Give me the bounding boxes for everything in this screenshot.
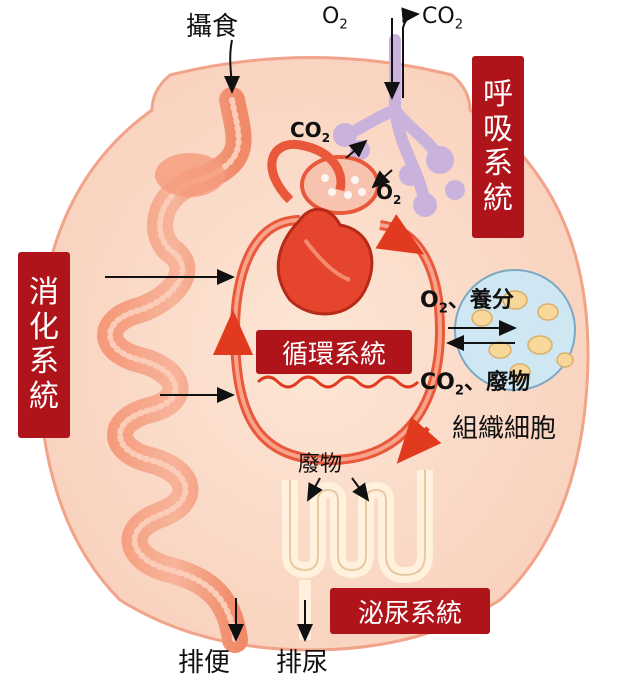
- kidney-waste-label: 廢物: [298, 452, 343, 477]
- defecation-label: 排便: [178, 648, 231, 678]
- co2-out-arrow: [401, 7, 420, 98]
- flow-arrow: [396, 416, 442, 464]
- digestive-system-label: 消 化 系 統: [18, 252, 70, 438]
- urination-label: 排尿: [276, 648, 329, 678]
- lung-co2-arrow: [345, 139, 368, 159]
- capillary-squiggle: [256, 375, 420, 389]
- waste-arrow: [351, 477, 370, 502]
- lung-co2-label: CO2: [290, 118, 331, 145]
- waste-arrow: [307, 477, 323, 502]
- flow-arrow: [375, 214, 425, 255]
- respiratory-system-label: 呼 吸 系 統: [472, 56, 524, 238]
- ingestion-arrow: [223, 39, 240, 94]
- tissue-cells-label: 組織細胞: [452, 414, 557, 444]
- air-o2-label: O2: [322, 4, 348, 33]
- lung-tree: [339, 34, 446, 211]
- air-co2-label: CO2: [422, 4, 464, 33]
- circulatory-system-label: 循環系統: [256, 330, 412, 374]
- lung-o2-label: O2: [376, 180, 402, 207]
- tissue-in-label: O2、養分: [420, 288, 514, 317]
- urinary-system-label: 泌尿系統: [330, 588, 490, 634]
- lung-o2-arrow: [371, 169, 393, 189]
- stomach: [155, 153, 225, 197]
- tissue-out-label: CO2、廢物: [420, 370, 531, 399]
- ingestion-label: 攝食: [186, 12, 239, 42]
